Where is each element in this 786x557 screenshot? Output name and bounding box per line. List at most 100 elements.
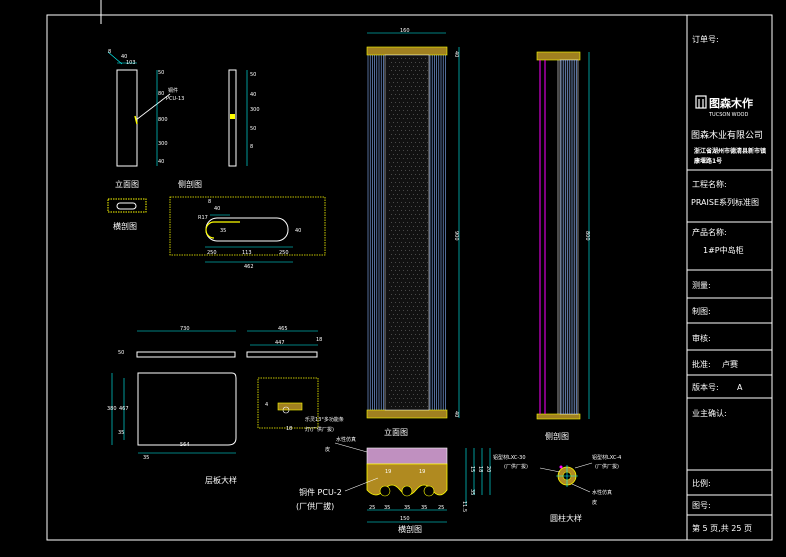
texture-dot — [393, 386, 394, 387]
texture-dot — [393, 186, 394, 187]
texture-dot — [427, 174, 428, 175]
texture-dot — [395, 374, 396, 375]
texture-dot — [407, 126, 408, 127]
dim-text: 300 — [250, 107, 260, 113]
texture-dot — [417, 178, 418, 179]
texture-dot — [423, 326, 424, 327]
texture-dot — [403, 238, 404, 239]
texture-dot — [419, 134, 420, 135]
version-label: 版本号: — [692, 382, 719, 392]
texture-dot — [403, 270, 404, 271]
texture-dot — [425, 354, 426, 355]
texture-dot — [395, 150, 396, 151]
texture-dot — [403, 350, 404, 351]
texture-dot — [411, 126, 412, 127]
texture-dot — [421, 170, 422, 171]
texture-dot — [409, 266, 410, 267]
texture-dot — [391, 198, 392, 199]
texture-dot — [405, 202, 406, 203]
texture-dot — [407, 70, 408, 71]
texture-dot — [425, 218, 426, 219]
texture-dot — [399, 70, 400, 71]
dim-text: 18 — [286, 426, 292, 432]
texture-dot — [411, 358, 412, 359]
texture-dot — [407, 294, 408, 295]
texture-dot — [425, 130, 426, 131]
dim-text: 50 — [118, 350, 124, 356]
texture-dot — [403, 78, 404, 79]
texture-dot — [403, 134, 404, 135]
texture-dot — [399, 190, 400, 191]
dim-text: 465 — [278, 326, 288, 332]
texture-dot — [423, 166, 424, 167]
texture-dot — [419, 206, 420, 207]
texture-dot — [415, 86, 416, 87]
texture-dot — [407, 118, 408, 119]
texture-dot — [407, 326, 408, 327]
texture-dot — [425, 274, 426, 275]
texture-dot — [405, 218, 406, 219]
texture-dot — [389, 170, 390, 171]
review-label: 审核: — [692, 333, 711, 343]
texture-dot — [391, 110, 392, 111]
dim-text: 11.5 — [461, 501, 467, 512]
texture-dot — [427, 126, 428, 127]
logo-text: 图森木作 — [709, 96, 753, 110]
texture-dot — [391, 334, 392, 335]
texture-dot — [403, 326, 404, 327]
texture-dot — [389, 274, 390, 275]
dim-text: 564 — [180, 442, 190, 448]
texture-dot — [397, 322, 398, 323]
texture-dot — [397, 370, 398, 371]
texture-dot — [395, 94, 396, 95]
texture-dot — [411, 134, 412, 135]
veneer-right-label-2: 皮 — [592, 499, 597, 506]
texture-dot — [401, 130, 402, 131]
texture-dot — [403, 374, 404, 375]
texture-dot — [397, 394, 398, 395]
texture-dot — [401, 258, 402, 259]
texture-dot — [399, 326, 400, 327]
texture-dot — [427, 150, 428, 151]
texture-dot — [421, 74, 422, 75]
dim-text: 80 — [158, 91, 164, 97]
texture-dot — [397, 130, 398, 131]
texture-dot — [415, 118, 416, 119]
texture-dot — [391, 262, 392, 263]
texture-dot — [399, 166, 400, 167]
texture-dot — [413, 98, 414, 99]
texture-dot — [407, 150, 408, 151]
texture-dot — [389, 402, 390, 403]
texture-dot — [421, 178, 422, 179]
texture-dot — [409, 330, 410, 331]
texture-dot — [393, 338, 394, 339]
dim-text: 8 — [108, 49, 111, 55]
texture-dot — [397, 66, 398, 67]
texture-dot — [389, 106, 390, 107]
texture-dot — [389, 322, 390, 323]
texture-dot — [393, 170, 394, 171]
texture-dot — [389, 82, 390, 83]
texture-dot — [397, 194, 398, 195]
texture-dot — [405, 210, 406, 211]
texture-dot — [397, 138, 398, 139]
dim-text: 40 — [158, 159, 164, 165]
texture-dot — [423, 334, 424, 335]
texture-dot — [389, 122, 390, 123]
texture-dot — [419, 222, 420, 223]
texture-dot — [423, 206, 424, 207]
texture-dot — [421, 346, 422, 347]
texture-dot — [395, 126, 396, 127]
texture-dot — [391, 142, 392, 143]
texture-dot — [393, 330, 394, 331]
texture-dot — [417, 258, 418, 259]
texture-dot — [407, 174, 408, 175]
texture-dot — [391, 398, 392, 399]
texture-dot — [417, 154, 418, 155]
texture-dot — [425, 122, 426, 123]
texture-dot — [417, 346, 418, 347]
texture-dot — [423, 318, 424, 319]
texture-dot — [413, 274, 414, 275]
texture-dot — [409, 202, 410, 203]
texture-dot — [417, 202, 418, 203]
